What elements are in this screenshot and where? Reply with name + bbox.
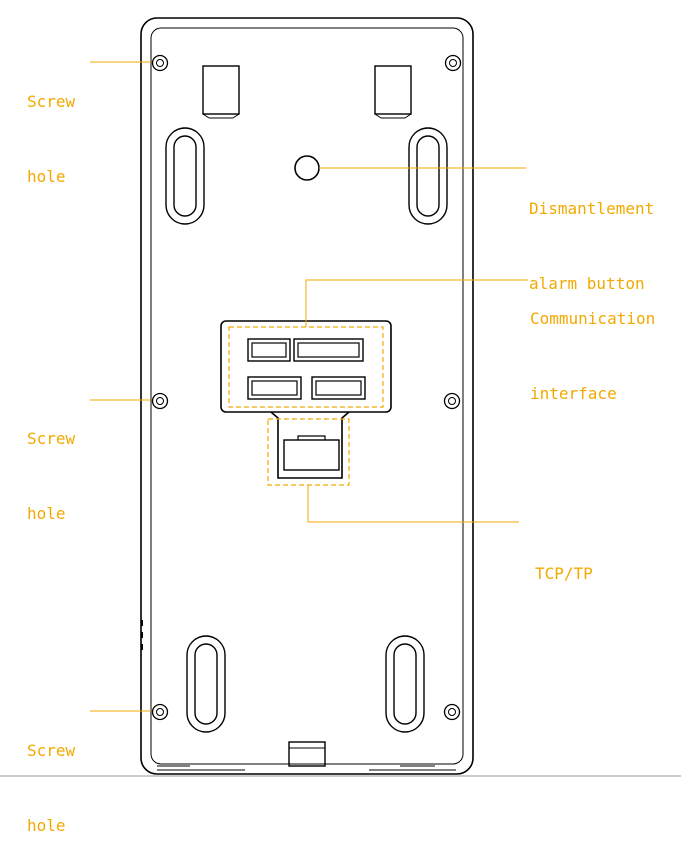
label-screw-hole-top: Screw hole [27,39,75,214]
label-text: Screw [27,429,76,448]
device-outer-frame [140,17,474,775]
tcp-port-block [270,411,350,479]
bottom-tab [157,741,456,771]
mount-tab-right [374,65,412,115]
screw-hole-top-left [151,54,169,72]
label-text: TCP/TP [535,564,593,583]
slot-lower-left [186,635,226,733]
label-communication-interface: Communication interface [530,256,655,431]
dismantlement-alarm-button [294,155,320,181]
screw-hole-bottom-left [151,703,169,721]
label-text: Dismantlement [529,199,655,218]
screw-hole-mid-left [151,392,169,410]
slot-upper-right [408,127,448,225]
mount-tab-left [202,65,240,115]
label-screw-hole-bottom: Screw hole [27,688,75,863]
device-back-panel-diagram [0,17,681,777]
label-tcp-tp: TCP/TP [535,511,593,611]
tcp-highlight-box [267,418,350,486]
label-text: Screw [27,92,76,111]
label-text: Communication [530,309,656,328]
slot-upper-left [165,127,205,225]
label-text: interface [530,384,617,403]
label-text: Screw [27,741,76,760]
label-text: hole [27,816,66,835]
label-dismantlement-alarm-button: Dismantlement alarm button [529,146,654,321]
label-text: hole [27,504,66,523]
screw-hole-top-right [444,54,462,72]
screw-hole-mid-right [443,392,461,410]
callout-lines [90,61,528,712]
device-inner-frame [150,27,464,765]
slot-lower-right [385,635,425,733]
callout-communication [305,279,528,327]
label-screw-hole-mid: Screw hole [27,376,75,551]
label-text: hole [27,167,66,186]
label-text: alarm button [529,274,645,293]
screw-hole-bottom-right [443,703,461,721]
communication-interface-block [220,320,392,413]
callout-tcp [307,485,519,523]
